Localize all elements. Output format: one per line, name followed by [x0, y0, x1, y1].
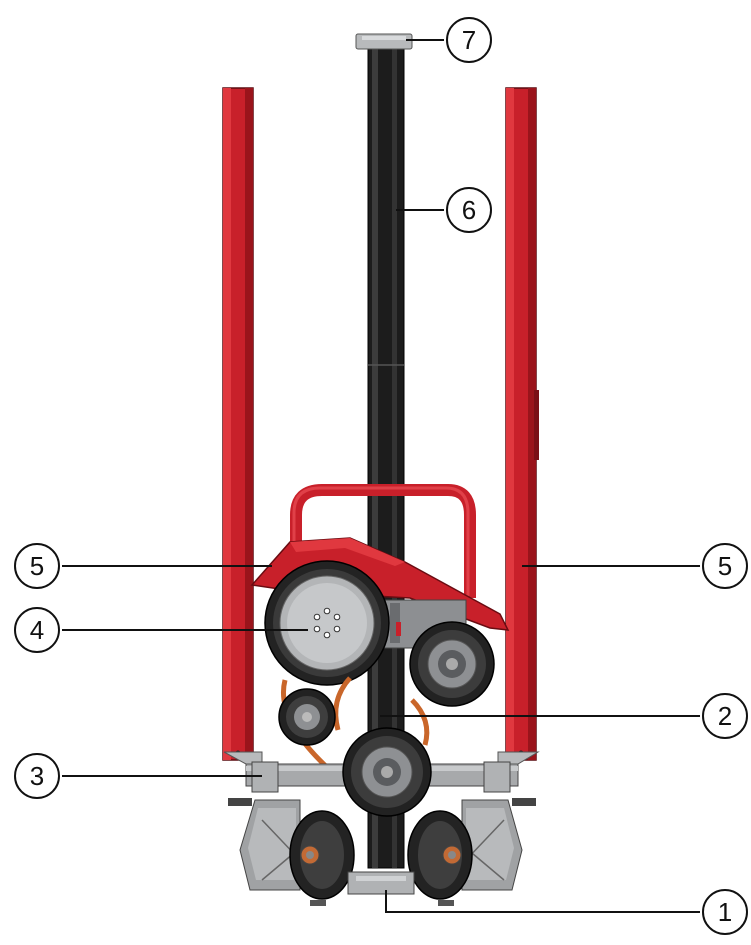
- callout-2: 2: [702, 693, 748, 739]
- callout-1: 1: [702, 889, 748, 935]
- left-wheel-bracket: [228, 798, 301, 891]
- callout-3: 3: [14, 753, 60, 799]
- left-bottom-wheel: [289, 810, 355, 900]
- callout-4: 4: [14, 607, 60, 653]
- column-top-cap: [355, 33, 413, 50]
- svg-text:7: 7: [462, 25, 476, 55]
- callout-7: 7: [446, 17, 492, 63]
- svg-text:3: 3: [30, 761, 44, 791]
- svg-text:1: 1: [718, 897, 732, 927]
- right-wheel-bracket: [461, 798, 536, 891]
- callout-leader-lines: [62, 39, 700, 913]
- right-red-post: [505, 87, 539, 761]
- right-bottom-wheel: [407, 810, 473, 900]
- small-idler-pulley: [278, 688, 336, 746]
- left-red-post: [222, 87, 254, 761]
- svg-text:2: 2: [718, 701, 732, 731]
- callout-5-left: 5: [14, 543, 60, 589]
- svg-text:4: 4: [30, 615, 44, 645]
- svg-text:5: 5: [30, 551, 44, 581]
- svg-text:6: 6: [462, 195, 476, 225]
- svg-text:5: 5: [718, 551, 732, 581]
- callout-5-right: 5: [702, 543, 748, 589]
- upper-right-pulley: [409, 621, 495, 707]
- red-handle-frame: [290, 484, 476, 598]
- leader-1: [385, 890, 700, 913]
- lower-center-pulley: [342, 727, 432, 817]
- drive-flywheel: [264, 560, 390, 686]
- callout-6: 6: [446, 187, 492, 233]
- base-plate: [310, 871, 454, 906]
